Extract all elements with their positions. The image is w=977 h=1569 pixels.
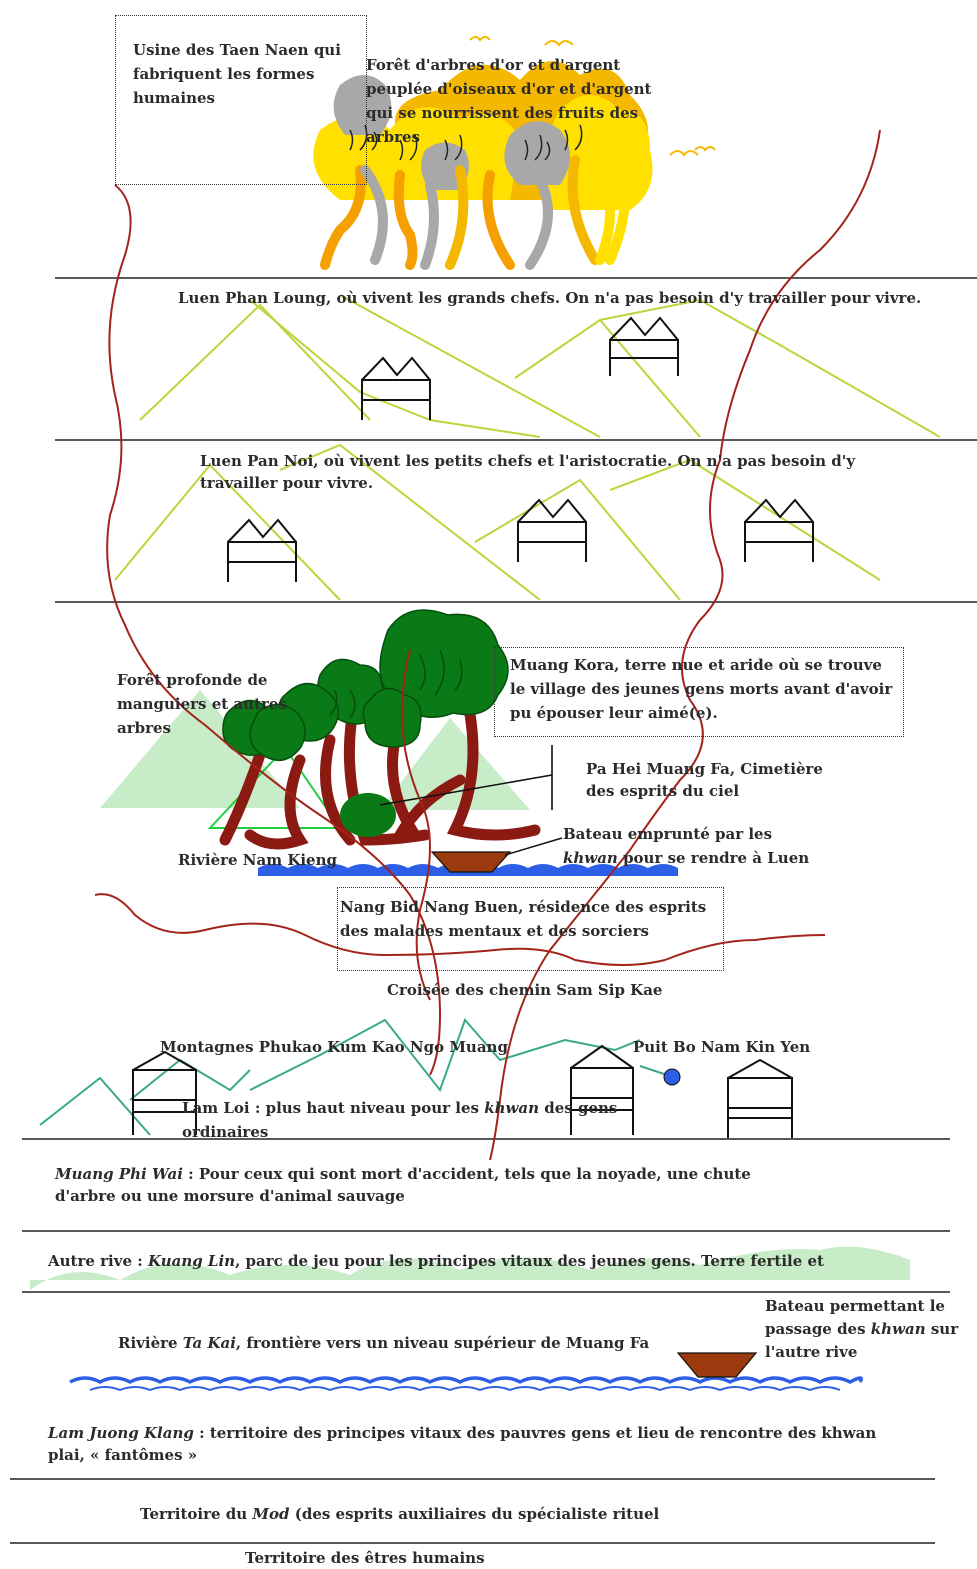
houses: [227, 316, 814, 582]
label-luen-phan-loung: Luen Phan Loung, où vivent les grands ch…: [178, 289, 922, 307]
house-icon: [517, 498, 587, 562]
house-icon: [132, 1050, 197, 1135]
house-icon: [727, 1058, 793, 1138]
bird-icon: [544, 40, 574, 47]
label-bateau-rive-a: Bateau permettant le passage des: [765, 1297, 945, 1338]
house-icon: [570, 1044, 634, 1135]
label-bateau-rive-b: sur l'autre rive: [765, 1320, 959, 1361]
label-lam-loi-em: khwan: [484, 1099, 540, 1117]
label-lam-loi-b: des gens ordinaires: [182, 1099, 618, 1141]
label-muang-phi-wai: Muang Phi Wai : Pour ceux qui sont mort …: [55, 1163, 815, 1207]
label-riviere-ta-kai-b: , frontière vers un niveau supérieur de …: [235, 1334, 650, 1352]
pa-hei-pointer: [379, 745, 553, 810]
box-nang-bid: [337, 887, 724, 971]
lam-loi-houses: [132, 1044, 793, 1138]
label-bateau-luen: Bateau emprunté par les khwan pour se re…: [563, 822, 853, 870]
golden-forest-icon: [313, 36, 716, 270]
label-lam-loi: Lam Loi : plus haut niveau pour les khwa…: [182, 1096, 662, 1144]
house-icon: [227, 518, 297, 582]
label-bateau-luen-em: khwan: [563, 849, 618, 867]
house-icon: [744, 498, 814, 562]
label-pa-hei: Pa Hei Muang Fa, Cimetière des esprits d…: [586, 760, 823, 800]
mountains-luen-pan-noi: [114, 443, 881, 601]
label-muang-phi-wai-em: Muang Phi Wai: [55, 1165, 183, 1183]
boat-icon: [430, 851, 512, 873]
label-riviere-ta-kai: Rivière Ta Kai, frontière vers un niveau…: [118, 1332, 649, 1354]
label-luen-pan-noi: Luen Pan Noi, où vivent les petits chefs…: [200, 452, 856, 492]
label-autre-rive-a: Autre rive :: [48, 1252, 148, 1270]
kuang-lin-hills: [30, 1246, 910, 1290]
label-riviere-nam-kieng: Rivière Nam Kieng: [178, 851, 337, 869]
label-autre-rive-b: , parc de jeu pour les principes vitaux …: [235, 1252, 824, 1270]
house-icon: [609, 316, 679, 376]
box-usine: [115, 15, 367, 185]
label-lam-juong-em: Lam Juong Klang: [48, 1424, 194, 1442]
deep-forest-icon: [219, 609, 541, 850]
label-humains: Territoire des êtres humains: [245, 1549, 485, 1567]
label-riviere-ta-kai-em: Ta Kai: [182, 1334, 236, 1352]
bird-icon: [469, 36, 491, 42]
label-mod-a: Territoire du: [140, 1505, 253, 1523]
bird-icon: [694, 146, 716, 152]
label-riviere-ta-kai-a: Rivière: [118, 1334, 183, 1352]
river-ta-kai: [69, 1376, 863, 1392]
label-bateau-rive: Bateau permettant le passage des khwan s…: [765, 1295, 975, 1364]
label-autre-rive: Autre rive : Kuang Lin, parc de jeu pour…: [48, 1250, 948, 1272]
label-croisee: Croisée des chemin Sam Sip Kae: [387, 981, 663, 999]
boat-pointer: [504, 837, 563, 856]
label-lam-juong-text: : territoire des principes vitaux des pa…: [48, 1424, 877, 1464]
level-dividers: [10, 277, 977, 1544]
label-bateau-rive-em: khwan: [870, 1320, 926, 1338]
label-mod: Territoire du Mod (des esprits auxiliair…: [140, 1503, 659, 1525]
label-autre-rive-em: Kuang Lin: [147, 1252, 236, 1270]
label-muang-phi-wai-text: : Pour ceux qui sont mort d'accident, te…: [55, 1165, 751, 1205]
label-muang-kora: Muang Kora, terre nue et aride où se tro…: [510, 656, 893, 722]
label-mod-em: Mod: [252, 1505, 290, 1523]
label-bateau-luen-c: pour se rendre à Luen: [617, 849, 810, 867]
well-icon: [663, 1068, 681, 1086]
boat-icon: [676, 1352, 758, 1378]
label-puit: Puit Bo Nam Kin Yen: [633, 1038, 811, 1056]
spirit-paths: [94, 129, 881, 1161]
label-usine: Usine des Taen Naen qui fabriquent les f…: [133, 41, 341, 107]
label-bateau-luen-a: Bateau emprunté par les: [563, 825, 773, 843]
label-foret-profonde: Forêt profonde de manguiers et autres ar…: [117, 671, 287, 737]
mountains-luen-phan-loung: [139, 294, 941, 438]
house-icon: [361, 356, 431, 420]
label-lam-juong: Lam Juong Klang : territoire des princip…: [48, 1422, 878, 1466]
label-foret-or: Forêt d'arbres d'or et d'argent peuplée …: [366, 56, 652, 146]
bird-icon: [669, 150, 699, 157]
label-lam-loi-a: Lam Loi : plus haut niveau pour les: [182, 1099, 485, 1117]
label-montagnes: Montagnes Phukao Kum Kao Ngo Muang: [160, 1038, 508, 1056]
label-nang-bid: Nang Bid Nang Buen, résidence des esprit…: [340, 898, 707, 940]
box-muang-kora: [494, 647, 904, 737]
label-mod-b: (des esprits auxiliaires du spécialiste …: [289, 1505, 660, 1523]
